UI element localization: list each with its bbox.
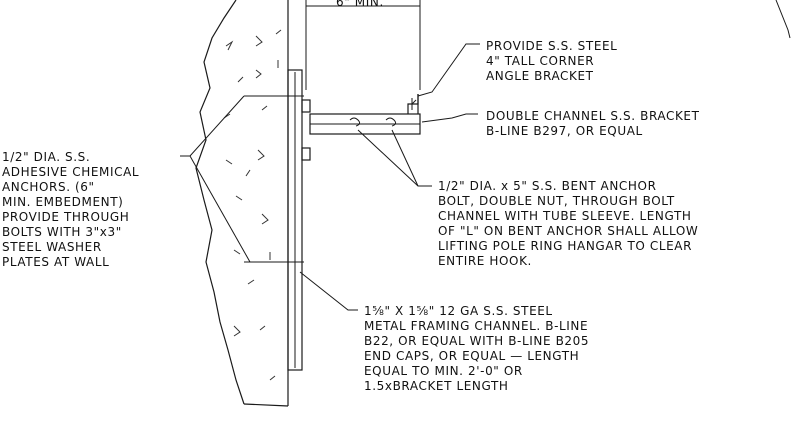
drawing-edge-mark: [775, 0, 791, 39]
dimension-6-min: 6" MIN.: [305, 0, 421, 90]
leader-lines: [180, 43, 480, 311]
bolt-heads: [301, 99, 311, 161]
svg-text:BOLT, DOUBLE NUT, THROUGH BOLT: BOLT, DOUBLE NUT, THROUGH BOLT: [438, 194, 675, 208]
svg-text:PROVIDE S.S. STEEL: PROVIDE S.S. STEEL: [486, 39, 617, 53]
svg-text:METAL FRAMING CHANNEL. B-LINE: METAL FRAMING CHANNEL. B-LINE: [364, 319, 588, 333]
framing-channel: [287, 69, 303, 371]
svg-text:1/2" DIA. S.S.: 1/2" DIA. S.S.: [2, 150, 90, 164]
svg-text:PLATES AT WALL: PLATES AT WALL: [2, 255, 109, 269]
svg-text:MIN. EMBEDMENT): MIN. EMBEDMENT): [2, 195, 123, 209]
corner-angle-bracket: [407, 94, 419, 114]
svg-text:ENTIRE HOOK.: ENTIRE HOOK.: [438, 254, 532, 268]
note-double-channel: DOUBLE CHANNEL S.S. BRACKET B-LINE B297,…: [486, 109, 700, 138]
svg-text:OF "L" ON BENT ANCHOR SHALL AL: OF "L" ON BENT ANCHOR SHALL ALLOW: [438, 224, 698, 238]
svg-text:LIFTING POLE RING HANGAR TO CL: LIFTING POLE RING HANGAR TO CLEAR: [438, 239, 692, 253]
svg-text:B-LINE B297, OR EQUAL: B-LINE B297, OR EQUAL: [486, 124, 643, 138]
svg-text:ANCHORS. (6": ANCHORS. (6": [2, 180, 95, 194]
svg-text:B22, OR EQUAL WITH B-LINE B205: B22, OR EQUAL WITH B-LINE B205: [364, 334, 589, 348]
note-framing-channel: 1⅝" X 1⅝" 12 GA S.S. STEEL METAL FRAMING…: [364, 304, 589, 393]
svg-text:ADHESIVE CHEMICAL: ADHESIVE CHEMICAL: [2, 165, 139, 179]
svg-text:STEEL WASHER: STEEL WASHER: [2, 240, 102, 254]
svg-text:EQUAL TO MIN. 2'-0" OR: EQUAL TO MIN. 2'-0" OR: [364, 364, 523, 378]
svg-text:1.5xBRACKET LENGTH: 1.5xBRACKET LENGTH: [364, 379, 509, 393]
note-bent-anchor: 1/2" DIA. x 5" S.S. BENT ANCHOR BOLT, DO…: [438, 179, 698, 268]
svg-text:CHANNEL WITH TUBE SLEEVE. LENG: CHANNEL WITH TUBE SLEEVE. LENGTH: [438, 209, 692, 223]
svg-text:PROVIDE THROUGH: PROVIDE THROUGH: [2, 210, 129, 224]
svg-text:END CAPS, OR EQUAL — LENGTH: END CAPS, OR EQUAL — LENGTH: [364, 349, 579, 363]
note-corner-bracket: PROVIDE S.S. STEEL 4" TALL CORNER ANGLE …: [486, 39, 617, 83]
svg-text:DOUBLE CHANNEL S.S. BRACKET: DOUBLE CHANNEL S.S. BRACKET: [486, 109, 700, 123]
svg-text:1⅝" X 1⅝" 12 GA S.S. STEEL: 1⅝" X 1⅝" 12 GA S.S. STEEL: [364, 304, 553, 318]
note-adhesive-anchors: 1/2" DIA. S.S. ADHESIVE CHEMICAL ANCHORS…: [2, 150, 139, 269]
svg-text:4" TALL CORNER: 4" TALL CORNER: [486, 54, 594, 68]
double-channel-bracket: [309, 113, 421, 135]
svg-text:BOLTS WITH 3"x3": BOLTS WITH 3"x3": [2, 225, 122, 239]
dimension-text: 6" MIN.: [336, 0, 384, 9]
svg-text:ANGLE BRACKET: ANGLE BRACKET: [486, 69, 594, 83]
svg-text:1/2" DIA. x 5" S.S. BENT ANCHO: 1/2" DIA. x 5" S.S. BENT ANCHOR: [438, 179, 657, 193]
